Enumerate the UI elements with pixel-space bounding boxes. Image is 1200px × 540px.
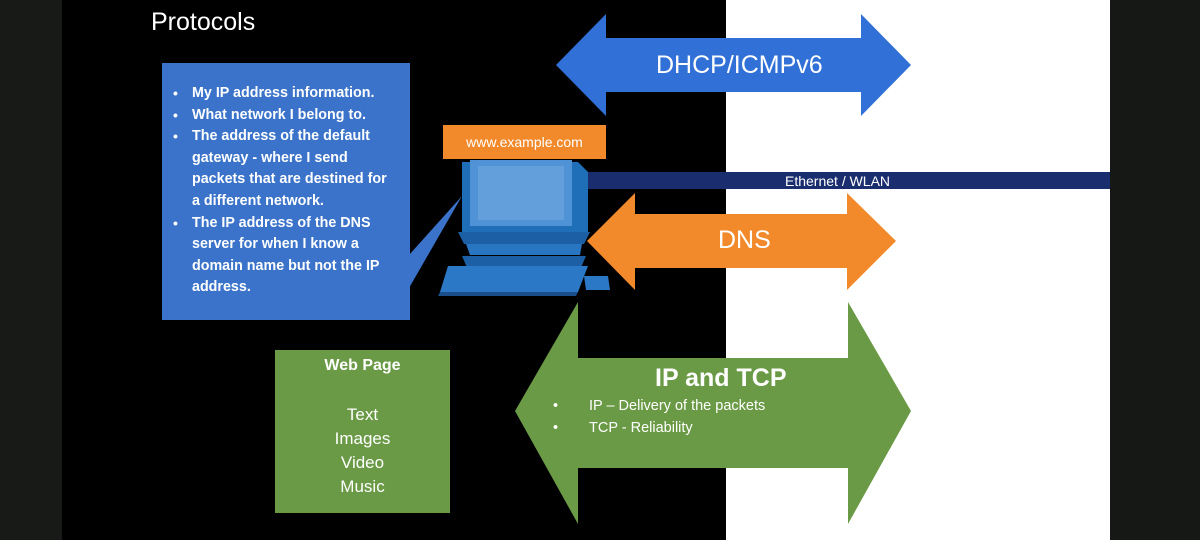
ip-tcp-item: TCP - Reliability	[553, 418, 765, 440]
dhcp-arrow	[556, 14, 911, 116]
callout-tail	[409, 196, 462, 288]
web-page-item: Video	[340, 453, 385, 472]
web-page-box: Web Page Text Images Video Music	[275, 350, 450, 513]
dns-arrow	[587, 193, 896, 290]
callout-item: What network I belong to.	[173, 105, 398, 127]
computer-icon	[438, 160, 610, 296]
web-page-item: Images	[334, 429, 391, 448]
web-page-title: Web Page	[324, 357, 401, 374]
ethernet-wlan-label: Ethernet / WLAN	[785, 173, 891, 189]
url-label: www.example.com	[443, 125, 606, 159]
ip-tcp-item: IP – Delivery of the packets	[553, 396, 765, 418]
dhcp-icmpv6-label: DHCP/ICMPv6	[656, 51, 823, 79]
ip-tcp-title: IP and TCP	[655, 364, 787, 392]
web-page-item: Music	[340, 477, 385, 496]
ethernet-wlan-bar	[588, 172, 1110, 189]
web-page-item: Text	[346, 405, 379, 424]
ip-tcp-list: IP – Delivery of the packets TCP - Relia…	[553, 396, 765, 439]
callout-item: My IP address information.	[173, 83, 398, 105]
left-letterbox	[0, 0, 62, 540]
right-letterbox	[1110, 0, 1200, 540]
callout-item: The address of the default gateway - whe…	[173, 126, 398, 212]
callout-item: The IP address of the DNS server for whe…	[173, 213, 398, 299]
slide-title: Protocols	[151, 8, 256, 36]
web-page-items: Text Images Video Music	[275, 403, 450, 499]
callout-list: My IP address information. What network …	[168, 83, 398, 299]
ip-info-callout: My IP address information. What network …	[162, 63, 410, 320]
dns-label: DNS	[718, 226, 771, 254]
